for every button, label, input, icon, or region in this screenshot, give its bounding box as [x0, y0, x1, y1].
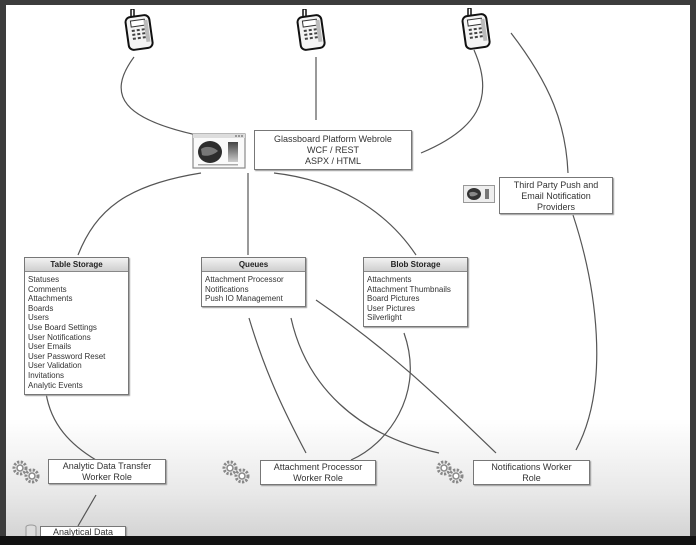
webrole-line: WCF / REST	[307, 145, 359, 155]
queues-list: Attachment Processor Notifications Push …	[202, 272, 305, 307]
table-storage-item: Boards	[28, 303, 54, 313]
attachment-worker-box: Attachment Processor Worker Role	[260, 460, 376, 485]
connector-table-analyticworker	[45, 392, 97, 461]
worker-line: Notifications Worker	[491, 462, 572, 472]
table-storage-box: Table Storage Statuses Comments Attachme…	[24, 257, 129, 395]
blob-storage-item: Attachments	[367, 275, 412, 284]
table-storage-title: Table Storage	[25, 258, 128, 272]
table-storage-item: User Password Reset	[28, 351, 106, 361]
connector-thirdparty-notifworker	[572, 214, 598, 451]
table-storage-item: Use Board Settings	[28, 322, 97, 332]
worker-line: Attachment Processor	[273, 462, 363, 472]
third-party-line: Email Notification	[521, 191, 591, 201]
third-party-line: Providers	[536, 202, 575, 212]
connector-queues-notifworker2	[315, 299, 497, 454]
mobile-phone-icon	[296, 9, 326, 51]
queues-item: Push IO Management	[205, 294, 283, 304]
queues-item: Attachment Processor	[205, 275, 284, 284]
queues-title: Queues	[202, 258, 305, 272]
mobile-phone-icon	[461, 8, 491, 50]
table-storage-list: Statuses Comments Attachments Boards Use…	[25, 272, 128, 393]
third-party-providers-box: Third Party Push and Email Notification …	[499, 177, 613, 214]
worker-line: Worker Role	[293, 473, 343, 483]
queues-box: Queues Attachment Processor Notification…	[201, 257, 306, 307]
third-party-line: Third Party Push and	[513, 180, 599, 190]
diagram-canvas: Glassboard Platform Webrole WCF / REST A…	[6, 5, 690, 536]
blob-storage-title: Blob Storage	[364, 258, 467, 272]
analytical-data-label: Analytical Data	[52, 527, 114, 536]
table-storage-item: Comments	[28, 284, 67, 294]
blob-storage-item: Board Pictures	[367, 294, 420, 304]
database-icon	[25, 524, 37, 536]
web-browser-icon	[463, 185, 495, 203]
table-storage-item: Attachments	[28, 294, 73, 304]
blob-storage-list: Attachments Attachment Thumbnails Board …	[364, 272, 467, 326]
connector-phone3-webrole	[420, 49, 484, 154]
mobile-phone-icon	[124, 9, 154, 51]
blob-storage-box: Blob Storage Attachments Attachment Thum…	[363, 257, 468, 327]
table-storage-item: User Validation	[28, 361, 82, 371]
queues-item: Notifications	[205, 284, 249, 294]
connector-webrole-blob	[273, 172, 417, 256]
table-storage-item: Invitations	[28, 370, 65, 380]
webrole-box: Glassboard Platform Webrole WCF / REST A…	[254, 130, 412, 170]
gears-icon	[436, 460, 464, 484]
table-storage-item: User Notifications	[28, 332, 91, 342]
gears-icon	[222, 460, 250, 484]
notifications-worker-box: Notifications Worker Role	[473, 460, 590, 485]
table-storage-item: User Emails	[28, 342, 72, 352]
webrole-line: ASPX / HTML	[304, 156, 361, 166]
blob-storage-item: User Pictures	[367, 303, 416, 313]
table-storage-item: Statuses	[28, 275, 60, 284]
connector-queues-attachworker	[248, 317, 307, 454]
connector-webrole-table	[77, 172, 202, 256]
blob-storage-item: Attachment Thumbnails	[367, 284, 451, 294]
worker-line: Role	[522, 473, 541, 483]
webrole-line: Glassboard Platform Webrole	[274, 134, 392, 144]
gears-icon	[12, 460, 40, 484]
web-browser-icon	[192, 133, 246, 169]
connector-layer	[45, 32, 598, 527]
bottom-bar	[0, 536, 696, 545]
analytical-data-box: Analytical Data	[40, 526, 126, 536]
worker-line: Worker Role	[82, 472, 132, 482]
analytic-worker-box: Analytic Data Transfer Worker Role	[48, 459, 166, 484]
worker-line: Analytic Data Transfer	[62, 461, 152, 471]
table-storage-item: Analytic Events	[28, 380, 83, 390]
blob-storage-item: Silverlight	[367, 313, 402, 323]
connector-queues-notifworker1	[290, 317, 440, 454]
connector-phone3-thirdparty	[510, 32, 569, 174]
table-storage-item: Users	[28, 313, 49, 323]
connector-blob-attachworker	[350, 332, 411, 461]
connector-phone1-webrole	[120, 56, 207, 138]
connector-analyticworker-data	[77, 494, 97, 527]
